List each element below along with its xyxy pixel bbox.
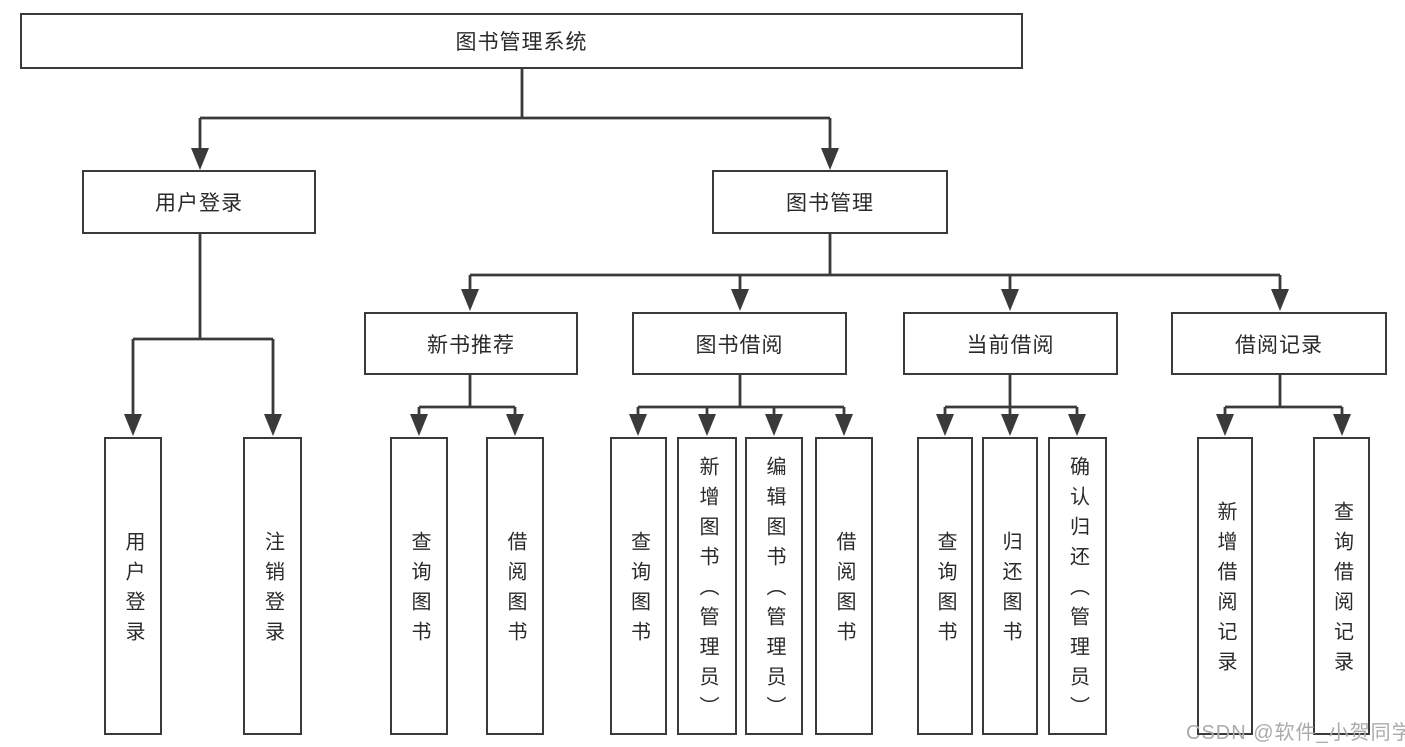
- node-book-management-branch: 图书管理: [712, 170, 948, 234]
- leaf-return-books: 归还图书: [982, 437, 1038, 735]
- node-user-login-branch: 用户登录: [82, 170, 316, 234]
- leaf-confirm-return-admin: 确认归还（管理员）: [1048, 437, 1107, 735]
- leaf-borrow-books-label: 借阅图书: [833, 531, 855, 651]
- node-user-login-label: 用户登录: [155, 192, 243, 215]
- leaf-borrow-books: 借阅图书: [815, 437, 873, 735]
- node-book-borrowing: 图书借阅: [632, 312, 847, 375]
- leaf-add-books-admin: 新增图书（管理员）: [677, 437, 737, 735]
- leaf-query-books-borrowing: 查询图书: [610, 437, 667, 735]
- csdn-watermark: CSDN @软件_小贺同学: [1186, 722, 1405, 744]
- node-book-borrowing-label: 图书借阅: [695, 333, 784, 357]
- node-root-label: 图书管理系统: [455, 31, 588, 54]
- leaf-query-borrow-record: 查询借阅记录: [1313, 437, 1370, 735]
- node-new-book-recommend-label: 新书推荐: [427, 333, 515, 357]
- node-borrowing-records: 借阅记录: [1171, 312, 1387, 375]
- leaf-add-books-admin-label: 新增图书（管理员）: [696, 456, 718, 726]
- node-root-library-system: 图书管理系统: [20, 13, 1023, 69]
- leaf-query-books-current-label: 查询图书: [934, 531, 956, 651]
- leaf-logout-label: 注销登录: [261, 531, 284, 651]
- leaf-add-borrow-record-label: 新增借阅记录: [1214, 501, 1236, 681]
- leaf-return-books-label: 归还图书: [999, 531, 1021, 651]
- leaf-add-borrow-record: 新增借阅记录: [1197, 437, 1253, 735]
- node-current-borrowing: 当前借阅: [903, 312, 1118, 375]
- node-borrowing-records-label: 借阅记录: [1235, 333, 1323, 357]
- leaf-query-books-current: 查询图书: [917, 437, 973, 735]
- leaf-user-login: 用户登录: [104, 437, 162, 735]
- leaf-query-books-borrowing-label: 查询图书: [627, 531, 650, 651]
- leaf-borrow-books-recommend: 借阅图书: [486, 437, 544, 735]
- leaf-query-books-recommend-label: 查询图书: [408, 531, 430, 651]
- leaf-user-login-label: 用户登录: [122, 531, 144, 651]
- leaf-edit-books-admin: 编辑图书（管理员）: [745, 437, 803, 735]
- leaf-borrow-books-recommend-label: 借阅图书: [504, 531, 526, 651]
- leaf-confirm-return-admin-label: 确认归还（管理员）: [1066, 456, 1089, 726]
- node-current-borrowing-label: 当前借阅: [966, 333, 1055, 357]
- leaf-query-borrow-record-label: 查询借阅记录: [1330, 501, 1353, 681]
- leaf-query-books-recommend: 查询图书: [390, 437, 448, 735]
- node-book-management-label: 图书管理: [786, 192, 874, 215]
- node-new-book-recommend: 新书推荐: [364, 312, 578, 375]
- leaf-edit-books-admin-label: 编辑图书（管理员）: [763, 456, 785, 726]
- leaf-logout: 注销登录: [243, 437, 302, 735]
